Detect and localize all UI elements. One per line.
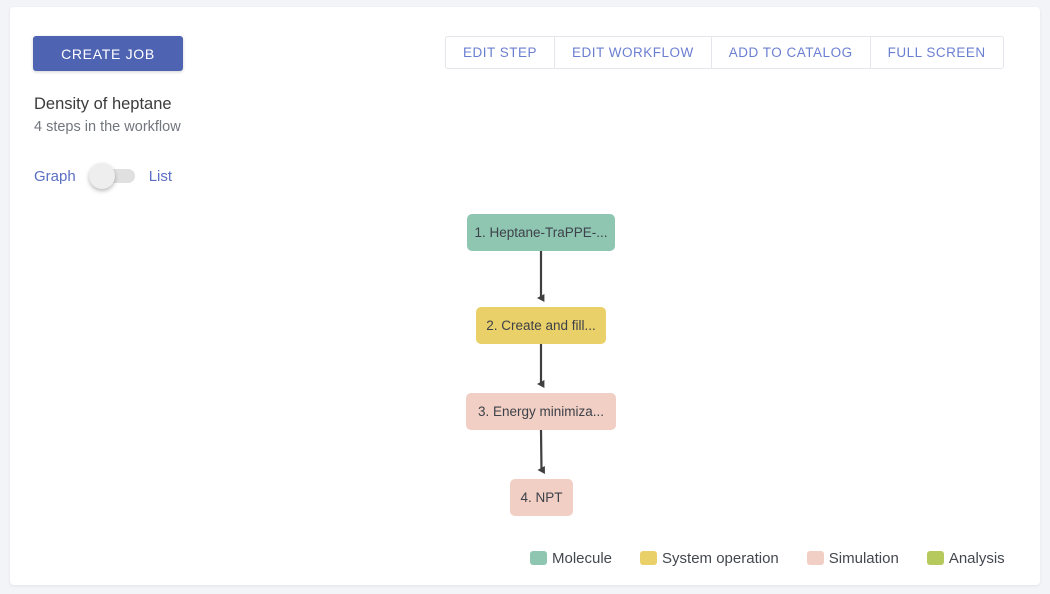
legend-label: Analysis (948, 549, 1005, 567)
legend-swatch-icon (926, 551, 944, 565)
list-view-label[interactable]: List (148, 167, 173, 185)
legend-label: Simulation (828, 549, 899, 567)
workflow-card: CREATE JOB EDIT STEP EDIT WORKFLOW ADD T… (10, 7, 1040, 585)
workflow-graph: 1. Heptane-TraPPE-... 2. Create and fill… (10, 7, 1040, 585)
toggle-knob[interactable] (88, 163, 115, 189)
graph-list-toggle[interactable] (88, 163, 135, 189)
view-toggle-row: Graph List (34, 159, 172, 193)
legend-item-analysis: Analysis (926, 549, 1005, 567)
workflow-node-1[interactable]: 1. Heptane-TraPPE-... (467, 214, 615, 251)
legend-label: System operation (662, 549, 779, 567)
full-screen-button[interactable]: FULL SCREEN (869, 36, 1004, 69)
legend-swatch-icon (640, 551, 658, 565)
edit-step-button[interactable]: EDIT STEP (445, 36, 555, 69)
workflow-toolbar: EDIT STEP EDIT WORKFLOW ADD TO CATALOG F… (445, 36, 1004, 69)
workflow-step-count: 4 steps in the workflow (34, 119, 181, 135)
page-title: Density of heptane (34, 95, 172, 113)
add-to-catalog-button[interactable]: ADD TO CATALOG (710, 36, 870, 69)
legend-label: Molecule (552, 549, 613, 567)
legend-swatch-icon (806, 551, 824, 565)
legend-swatch-icon (530, 551, 547, 565)
legend-item-molecule: Molecule (530, 550, 612, 567)
graph-legend: Molecule System operation Simulation Ana… (530, 541, 1005, 575)
legend-item-simulation: Simulation (806, 549, 899, 567)
create-job-button[interactable]: CREATE JOB (33, 36, 183, 71)
graph-view-label[interactable]: Graph (34, 167, 76, 185)
legend-item-system-operation: System operation (640, 550, 779, 567)
workflow-node-3[interactable]: 3. Energy minimiza... (466, 393, 616, 430)
workflow-node-4[interactable]: 4. NPT (510, 479, 573, 516)
edit-workflow-button[interactable]: EDIT WORKFLOW (554, 36, 711, 69)
workflow-node-2[interactable]: 2. Create and fill... (476, 307, 606, 344)
